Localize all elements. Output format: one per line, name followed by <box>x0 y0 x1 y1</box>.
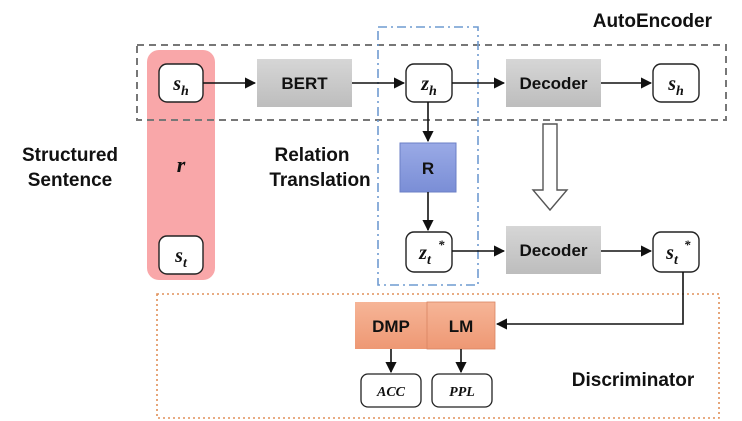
svg-text:R: R <box>422 159 434 178</box>
metric-ppl: PPL <box>431 373 493 408</box>
r-module-block: R <box>399 142 457 193</box>
dmp-block: DMP <box>355 302 427 349</box>
discriminator-frame <box>156 293 720 419</box>
relation-translation-label-line2: Translation <box>269 170 370 191</box>
svg-text:ACC: ACC <box>376 385 406 400</box>
node-zt-star: zt * <box>405 231 453 273</box>
bert-block: BERT <box>257 59 352 107</box>
svg-text:st: st <box>174 245 188 271</box>
svg-text:sh: sh <box>172 73 189 99</box>
decoder-top-block: Decoder <box>506 59 601 107</box>
lm-block: LM <box>426 301 496 350</box>
relation-translation-label-line1: Relation <box>275 145 350 166</box>
svg-text:*: * <box>438 237 445 252</box>
hollow-down-arrow <box>531 123 569 212</box>
arrow-st-to-lm <box>495 272 684 330</box>
svg-text:PPL: PPL <box>449 385 475 400</box>
autoencoder-label: AutoEncoder <box>593 11 713 32</box>
node-st-star: st * <box>652 231 700 273</box>
svg-text:sh: sh <box>667 73 684 99</box>
structured-sentence-band <box>147 50 215 280</box>
discriminator-label: Discriminator <box>572 370 695 391</box>
node-sh-output: sh <box>652 63 700 103</box>
node-zh: zh <box>405 63 453 103</box>
metric-acc: ACC <box>360 373 422 408</box>
node-st-input: st <box>158 235 204 275</box>
autoencoder-frame <box>136 44 727 121</box>
structured-sentence-label-line2: Sentence <box>28 170 112 191</box>
svg-text:LM: LM <box>449 317 474 336</box>
node-r: r <box>177 152 186 177</box>
svg-text:zh: zh <box>420 73 437 99</box>
svg-text:*: * <box>684 237 691 252</box>
svg-text:st: st <box>665 242 679 268</box>
svg-text:Decoder: Decoder <box>519 241 587 260</box>
node-sh-input: sh <box>158 63 204 103</box>
svg-text:BERT: BERT <box>281 74 328 93</box>
svg-text:zt: zt <box>418 242 432 268</box>
decoder-bottom-block: Decoder <box>506 226 601 274</box>
relation-translation-frame <box>377 26 479 286</box>
structured-sentence-label-line1: Structured <box>22 145 118 166</box>
svg-text:DMP: DMP <box>372 317 410 336</box>
svg-text:Decoder: Decoder <box>519 74 587 93</box>
